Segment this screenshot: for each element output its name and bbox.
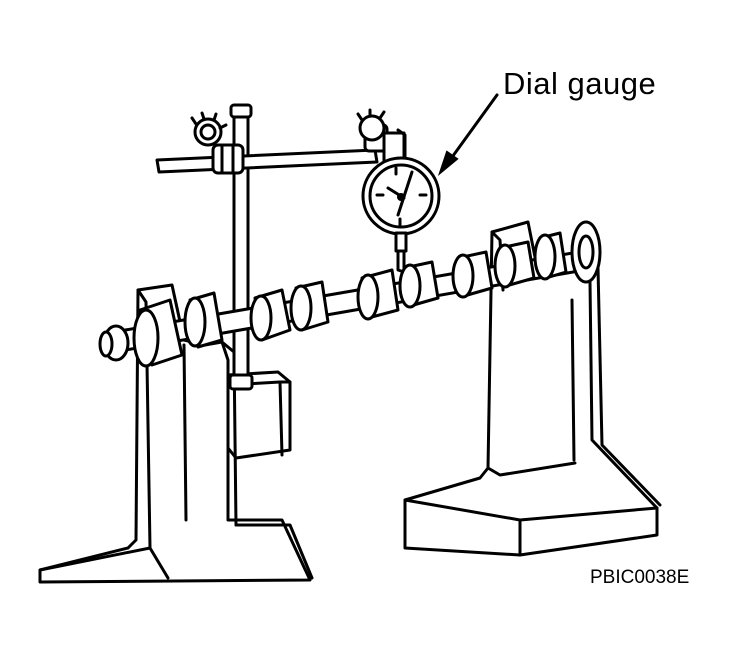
horizontal-arm [155,111,379,175]
dial-gauge-label: Dial gauge [503,66,657,101]
figure-code: PBIC0038E [590,567,690,588]
dial-gauge [361,156,441,274]
dial-gauge-callout-arrow [437,93,499,176]
camshaft [98,220,602,368]
